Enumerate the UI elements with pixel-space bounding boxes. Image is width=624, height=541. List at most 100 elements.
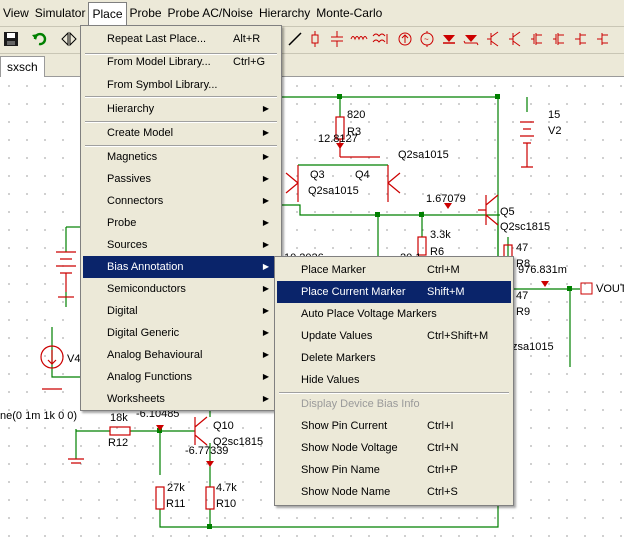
menu-separator <box>85 53 277 55</box>
submenu-arrow-icon: ▶ <box>262 394 269 403</box>
current-source-icon[interactable] <box>396 30 414 48</box>
place-menu: Repeat Last Place...Alt+R From Model Lib… <box>80 25 282 411</box>
menu-item-passives[interactable]: Passives▶ <box>83 168 279 190</box>
menu-item-analog-behavioural[interactable]: Analog Behavioural▶ <box>83 344 279 366</box>
wire-tool-icon[interactable] <box>286 30 304 48</box>
schematic-label: R11 <box>166 498 186 510</box>
schematic-label: 18k <box>110 412 128 424</box>
menu-simulator[interactable]: Simulator <box>34 6 86 20</box>
menu-item-delete-markers[interactable]: Delete Markers <box>301 352 376 364</box>
submenu-arrow-icon: ▶ <box>262 284 269 293</box>
jfet-icon[interactable] <box>572 30 590 48</box>
submenu-arrow-icon: ▶ <box>262 328 269 337</box>
menu-item-from-model-library[interactable]: From Model Library...Ctrl+G <box>107 56 266 68</box>
menu-place[interactable]: Place <box>88 1 127 25</box>
schematic-label: Q2sa1015 <box>308 185 359 197</box>
submenu-arrow-icon: ▶ <box>262 152 269 161</box>
schematic-label: 1.67079 <box>426 193 466 205</box>
tab-schematic[interactable]: sxsch <box>0 56 45 77</box>
submenu-arrow-icon: ▶ <box>262 104 269 113</box>
schematic-label: Q2sc1815 <box>500 221 551 233</box>
menu-item-from-symbol-library[interactable]: From Symbol Library... <box>107 79 218 91</box>
schematic-label: 15 <box>548 109 561 121</box>
menu-separator <box>279 392 509 394</box>
schematic-label: R9 <box>516 306 531 318</box>
mesfet-icon[interactable] <box>594 30 612 48</box>
inductor-icon[interactable] <box>350 30 368 48</box>
menu-separator <box>85 96 277 98</box>
menu-item-analog-functions[interactable]: Analog Functions▶ <box>83 366 279 388</box>
menu-item-create-model[interactable]: Create Model▶ <box>83 122 279 144</box>
submenu-arrow-icon: ▶ <box>262 262 269 271</box>
menu-item-bias-annotation[interactable]: Bias Annotation▶ <box>83 256 279 278</box>
menu-item-semiconductors[interactable]: Semiconductors▶ <box>83 278 279 300</box>
pnp-icon[interactable] <box>506 30 524 48</box>
schematic-label: -6.10485 <box>136 408 180 420</box>
menu-item-repeat-last-place[interactable]: Repeat Last Place...Alt+R <box>107 33 261 45</box>
zener-icon[interactable] <box>462 30 480 48</box>
schematic-label: 976.831m <box>518 264 567 276</box>
svg-text:~: ~ <box>424 35 429 44</box>
submenu-arrow-icon: ▶ <box>262 306 269 315</box>
schematic-label: Q5 <box>500 206 515 218</box>
resistor-icon[interactable] <box>306 30 324 48</box>
schematic-label: R12 <box>108 437 129 449</box>
menu-monte-carlo[interactable]: Monte-Carlo <box>316 6 383 20</box>
undo-icon[interactable] <box>30 30 48 48</box>
schematic-label: Q10 <box>213 420 234 432</box>
schematic-label: R3 <box>347 126 362 138</box>
schematic-label: zsa1015 <box>512 341 554 353</box>
menu-probe[interactable]: Probe <box>129 6 162 20</box>
pmos-icon[interactable] <box>550 30 568 48</box>
schematic-label: 12.8127 <box>318 133 358 145</box>
schematic-label: 3.3k <box>430 229 451 241</box>
mirror-icon[interactable] <box>60 30 78 48</box>
schematic-label: 47 <box>516 242 529 254</box>
schematic-label: -6.77339 <box>185 445 229 457</box>
capacitor-icon[interactable] <box>328 30 346 48</box>
voltage-source-icon[interactable]: ~ <box>418 30 436 48</box>
menu-hierarchy[interactable]: Hierarchy <box>258 6 311 20</box>
save-icon[interactable] <box>2 30 20 48</box>
schematic-label: 820 <box>347 109 366 121</box>
schematic-label: 27k <box>167 482 185 494</box>
menu-bar: View Simulator Place Probe Probe AC/Nois… <box>0 0 624 27</box>
schematic-label: R8 <box>516 258 531 270</box>
menu-item-digital-generic[interactable]: Digital Generic▶ <box>83 322 279 344</box>
transformer-icon[interactable] <box>372 30 390 48</box>
menu-separator <box>85 121 277 123</box>
submenu-arrow-icon: ▶ <box>262 350 269 359</box>
nmos-icon[interactable] <box>528 30 546 48</box>
schematic-label: Q3 <box>310 169 325 181</box>
menu-view[interactable]: View <box>3 6 29 20</box>
diode-icon[interactable] <box>440 30 458 48</box>
npn-icon[interactable] <box>484 30 502 48</box>
menu-item-connectors[interactable]: Connectors▶ <box>83 190 279 212</box>
menu-item-probe[interactable]: Probe▶ <box>83 212 279 234</box>
submenu-arrow-icon: ▶ <box>262 372 269 381</box>
menu-item-worksheets[interactable]: Worksheets▶ <box>83 388 279 410</box>
schematic-label: R10 <box>216 498 237 510</box>
menu-item-magnetics[interactable]: Magnetics▶ <box>83 146 279 168</box>
menu-item-hide-values[interactable]: Hide Values <box>301 374 360 386</box>
submenu-arrow-icon: ▶ <box>262 218 269 227</box>
schematic-label: Q4 <box>355 169 370 181</box>
schematic-label: VOUT <box>596 283 624 295</box>
menu-item-display-device-bias-info: Display Device Bias Info <box>301 398 420 410</box>
menu-item-auto-place-voltage-markers[interactable]: Auto Place Voltage Markers <box>301 308 437 320</box>
menu-item-sources[interactable]: Sources▶ <box>83 234 279 256</box>
menu-separator <box>85 145 277 147</box>
menu-item-hierarchy[interactable]: Hierarchy▶ <box>83 98 279 120</box>
menu-probe-ac-noise[interactable]: Probe AC/Noise <box>167 6 253 20</box>
submenu-arrow-icon: ▶ <box>262 196 269 205</box>
schematic-label: 4.7k <box>216 482 237 494</box>
menu-item-digital[interactable]: Digital▶ <box>83 300 279 322</box>
